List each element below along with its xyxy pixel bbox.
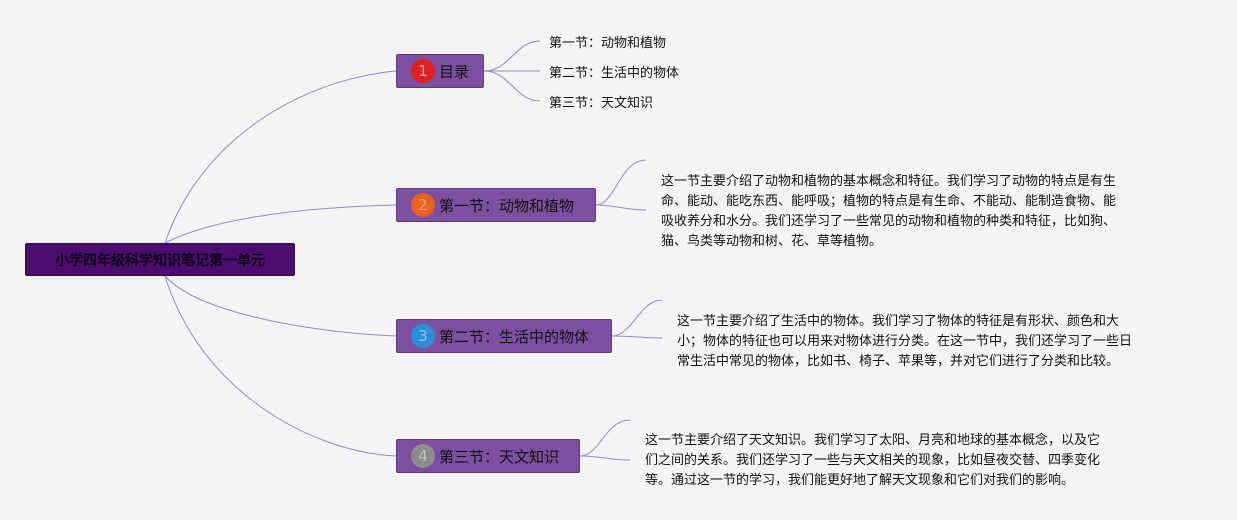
link-root-topic-1 xyxy=(164,70,397,244)
toc-item-section-1[interactable]: 第一节：动物和植物 xyxy=(549,36,667,51)
link-root-topic-3 xyxy=(164,275,397,337)
section-2-summary: 这一节主要介绍了生活中的物体。我们学习了物体的特征是有形状、颜色和大 小；物体的… xyxy=(677,314,1133,369)
topic-section-2[interactable]: 3 第二节：生活中的物体 xyxy=(396,319,612,353)
number-3-circle-icon: 3 xyxy=(411,324,435,348)
link-topic-4-para-b xyxy=(579,455,631,461)
topic-label: 目录 xyxy=(439,62,470,81)
topic-label: 第二节：生活中的物体 xyxy=(439,327,590,346)
root-topic-label: 小学四年级科学知识笔记第一单元 xyxy=(55,252,265,269)
number-1-circle-icon: 1 xyxy=(411,59,435,83)
link-topic-2-para-b xyxy=(595,204,647,211)
toc-item-section-2[interactable]: 第二节：生活中的物体 xyxy=(549,66,680,81)
link-root-topic-4 xyxy=(164,275,397,457)
number-4-circle-icon: 4 xyxy=(411,444,435,468)
link-topic-1-child-3 xyxy=(483,70,541,102)
link-topic-1-child-1 xyxy=(483,40,541,72)
topic-section-1[interactable]: 2 第一节：动物和植物 xyxy=(396,188,596,222)
root-topic[interactable]: 小学四年级科学知识笔记第一单元 xyxy=(25,243,295,276)
topic-label: 第一节：动物和植物 xyxy=(439,196,575,215)
link-topic-4-para xyxy=(579,419,631,457)
topic-label: 第三节：天文知识 xyxy=(439,447,560,466)
link-topic-3-para-b xyxy=(611,335,663,339)
number-2-circle-icon: 2 xyxy=(411,193,435,217)
link-root-topic-2 xyxy=(164,204,397,244)
section-1-summary: 这一节主要介绍了动物和植物的基本概念和特征。我们学习了动物的特点是有生 命、能动… xyxy=(661,174,1117,249)
toc-item-section-3[interactable]: 第三节：天文知识 xyxy=(549,96,654,111)
topic-section-3[interactable]: 4 第三节：天文知识 xyxy=(396,439,580,473)
link-topic-2-para xyxy=(595,159,647,206)
topic-table-of-contents[interactable]: 1 目录 xyxy=(396,54,484,88)
section-3-summary: 这一节主要介绍了天文知识。我们学习了太阳、月亮和地球的基本概念，以及它 们之间的… xyxy=(645,433,1101,488)
link-topic-3-para xyxy=(611,299,663,337)
